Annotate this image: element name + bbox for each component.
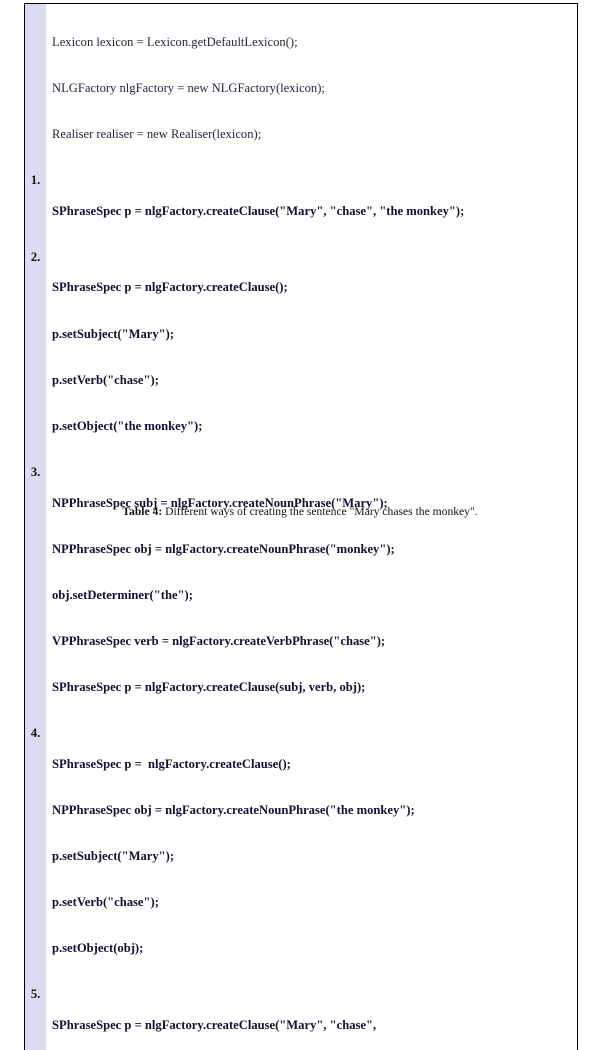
- code-line: Realiser realiser = new Realiser(lexicon…: [52, 127, 577, 142]
- code-cell: SPhraseSpec p = nlgFactory.createClause(…: [52, 250, 578, 465]
- code-line: SPhraseSpec p = nlgFactory.createClause(…: [52, 1018, 577, 1033]
- code-line: obj.setDeterminer("the");: [52, 588, 577, 603]
- code-line: p.setSubject("Mary");: [52, 849, 577, 864]
- caption-text: Different ways of creating the sentence …: [165, 505, 478, 518]
- table-row: 3. NPPhraseSpec subj = nlgFactory.create…: [25, 465, 578, 726]
- code-line: VPPhraseSpec verb = nlgFactory.createVer…: [52, 634, 577, 649]
- table-row: 1. SPhraseSpec p = nlgFactory.createClau…: [25, 173, 578, 250]
- code-line: SPhraseSpec p = nlgFactory.createClause(…: [52, 680, 577, 695]
- row-number-cell: 5.: [25, 987, 47, 1050]
- page-canvas: Lexicon lexicon = Lexicon.getDefaultLexi…: [0, 0, 600, 525]
- code-line: NPPhraseSpec obj = nlgFactory.createNoun…: [52, 803, 577, 818]
- row-number-cell: [25, 4, 47, 173]
- table-body: Lexicon lexicon = Lexicon.getDefaultLexi…: [25, 4, 578, 1050]
- code-line: p.setObject("the monkey");: [52, 419, 577, 434]
- code-cell: NPPhraseSpec subj = nlgFactory.createNou…: [52, 465, 578, 726]
- row-number-cell: 2.: [25, 250, 47, 465]
- code-cell: SPhraseSpec p = nlgFactory.createClause(…: [52, 173, 578, 250]
- table-caption: Table 4: Different ways of creating the …: [0, 505, 600, 518]
- code-line: NPPhraseSpec obj = nlgFactory.createNoun…: [52, 542, 577, 557]
- caption-label: Table 4:: [122, 505, 162, 518]
- code-line: SPhraseSpec p = nlgFactory.createClause(…: [52, 280, 577, 295]
- code-line: p.setVerb("chase");: [52, 373, 577, 388]
- code-cell: Lexicon lexicon = Lexicon.getDefaultLexi…: [52, 4, 578, 173]
- table-row: 4. SPhraseSpec p = nlgFactory.createClau…: [25, 726, 578, 987]
- row-number-cell: 1.: [25, 173, 47, 250]
- table-row: 2. SPhraseSpec p = nlgFactory.createClau…: [25, 250, 578, 465]
- code-line: p.setVerb("chase");: [52, 895, 577, 910]
- code-line: SPhraseSpec p = nlgFactory.createClause(…: [52, 757, 577, 772]
- code-line: p.setObject(obj);: [52, 941, 577, 956]
- row-number-cell: 3.: [25, 465, 47, 726]
- table-row: Lexicon lexicon = Lexicon.getDefaultLexi…: [25, 4, 578, 173]
- code-line: p.setSubject("Mary");: [52, 327, 577, 342]
- table-row: 5. SPhraseSpec p = nlgFactory.createClau…: [25, 987, 578, 1050]
- code-line: SPhraseSpec p = nlgFactory.createClause(…: [52, 204, 577, 219]
- code-line: Lexicon lexicon = Lexicon.getDefaultLexi…: [52, 35, 577, 50]
- code-example-table: Lexicon lexicon = Lexicon.getDefaultLexi…: [24, 3, 578, 1050]
- code-cell: SPhraseSpec p = nlgFactory.createClause(…: [52, 726, 578, 987]
- code-cell: SPhraseSpec p = nlgFactory.createClause(…: [52, 987, 578, 1050]
- row-number-cell: 4.: [25, 726, 47, 987]
- code-line: NLGFactory nlgFactory = new NLGFactory(l…: [52, 81, 577, 96]
